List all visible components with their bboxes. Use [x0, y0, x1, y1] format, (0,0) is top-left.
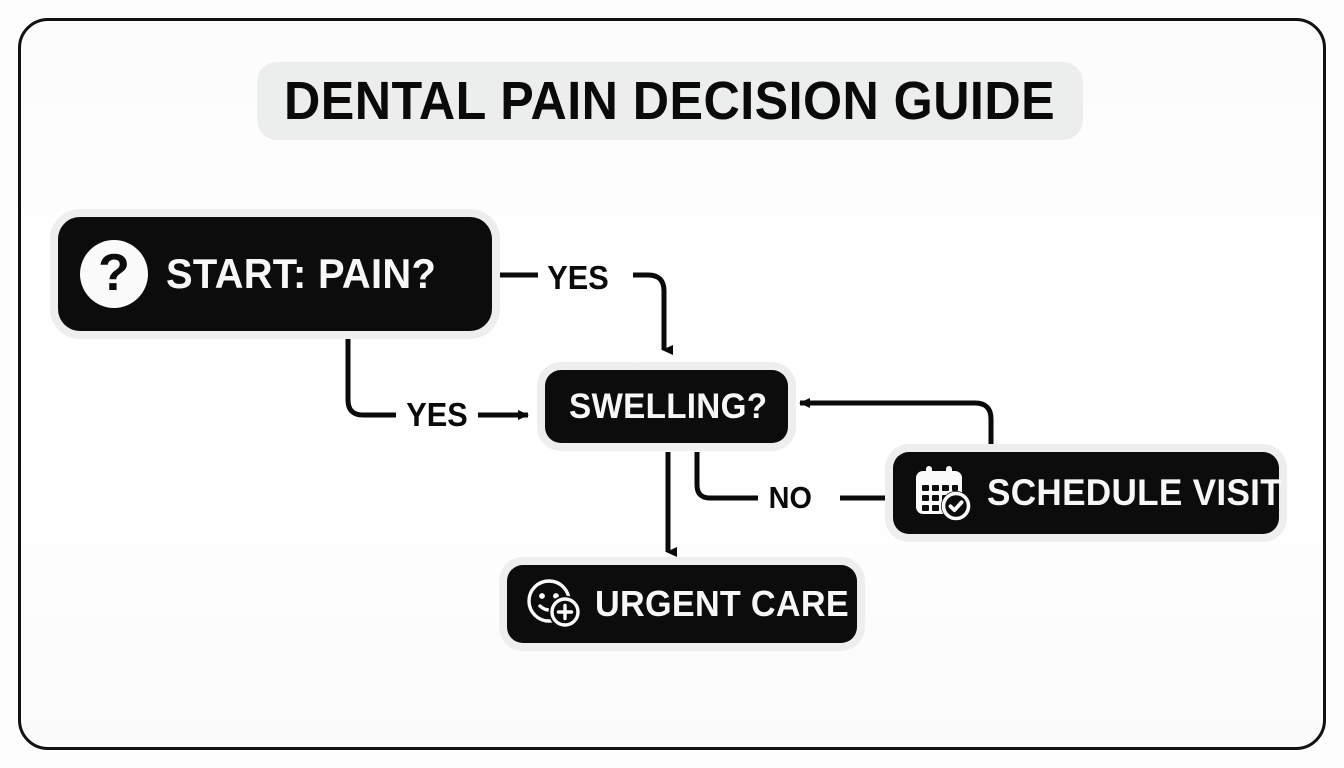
title-banner: DENTAL PAIN DECISION GUIDE	[257, 62, 1083, 140]
edge-label-yes-top: YES	[547, 259, 609, 296]
face-plus-icon	[527, 579, 582, 629]
node-urgent-care[interactable]: URGENT CARE	[507, 565, 857, 643]
edge-label-no: NO	[768, 480, 812, 515]
page-title: DENTAL PAIN DECISION GUIDE	[284, 71, 1056, 131]
node-start-pain-label: START: PAIN?	[166, 250, 437, 297]
node-swelling[interactable]: SWELLING?	[545, 370, 788, 443]
question-mark-circle-icon: ?	[80, 240, 148, 308]
calendar-check-icon	[916, 466, 971, 521]
edge-label-yes-middle: YES	[406, 396, 468, 433]
node-schedule-visit[interactable]: SCHEDULE VISIT	[893, 452, 1283, 534]
node-start-pain[interactable]: ? START: PAIN?	[58, 217, 492, 331]
node-schedule-visit-label: SCHEDULE VISIT	[987, 472, 1283, 513]
question-mark-glyph: ?	[98, 243, 130, 302]
node-swelling-label: SWELLING?	[569, 386, 768, 426]
node-urgent-care-label: URGENT CARE	[595, 583, 849, 624]
